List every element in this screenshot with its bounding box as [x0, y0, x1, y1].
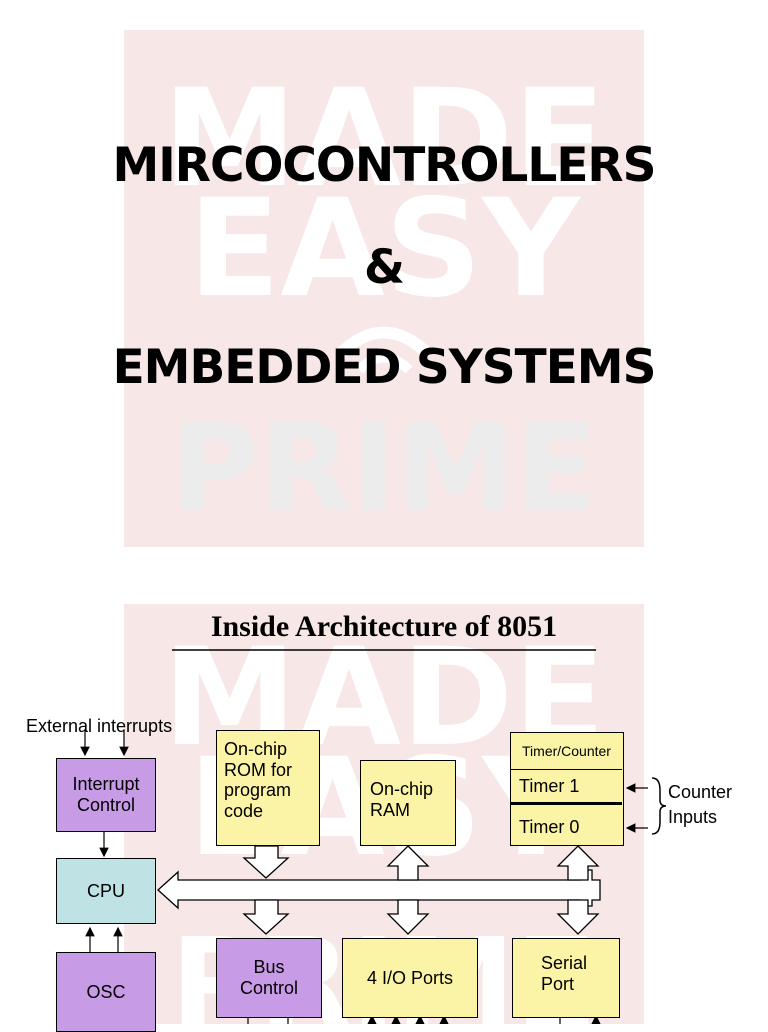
- rom-line1: On-chip: [224, 739, 288, 759]
- diagram-title: Inside Architecture of 8051: [210, 610, 558, 643]
- watermark-logo: MADE EASY PRIME: [162, 60, 605, 539]
- watermark-line2: EASY: [188, 170, 582, 327]
- counter-inputs-line2: Inputs: [668, 807, 718, 828]
- title-line-2: &: [364, 240, 405, 295]
- watermark-panel-top: MADE EASY PRIME: [124, 30, 644, 547]
- io-ports-box: 4 I/O Ports: [342, 938, 478, 1018]
- counter-inputs-label: Counter Inputs: [668, 780, 732, 830]
- cpu-box: CPU: [56, 858, 156, 924]
- interrupt-control-box: Interrupt Control: [56, 758, 156, 832]
- watermark-line1: MADE: [162, 60, 605, 217]
- osc-label: OSC: [86, 981, 126, 1002]
- watermark-line3: PRIME: [171, 400, 597, 539]
- serial-port-box: Serial Port: [512, 938, 620, 1018]
- rom-line3: program: [224, 780, 292, 801]
- title-line-1: MIRCOCONTROLLERS: [112, 138, 657, 193]
- counter-inputs-line1: Counter: [668, 782, 733, 802]
- title-line-3: EMBEDDED SYSTEMS: [112, 340, 657, 395]
- ram-box: On-chip RAM: [360, 760, 456, 846]
- rom-box: On-chip ROM for program code: [216, 730, 320, 846]
- timer-counter-box: Timer/Counter Timer 1 Timer 0: [510, 732, 624, 846]
- timer0-label: Timer 0: [519, 816, 580, 837]
- cpu-label: CPU: [86, 880, 125, 901]
- ram-line1: On-chip: [370, 779, 434, 799]
- external-interrupts-label: External interrupts: [26, 716, 173, 736]
- bus-control-box: Bus Control: [216, 938, 322, 1018]
- osc-box: OSC: [56, 952, 156, 1032]
- rom-line4: code: [224, 801, 264, 822]
- timer-counter-label: Timer/Counter: [511, 733, 622, 770]
- bus-control-line2: Control: [239, 978, 299, 998]
- interrupt-control-line2: Control: [76, 795, 136, 815]
- serial-port-line2: Port: [541, 973, 575, 994]
- ram-line2: RAM: [370, 799, 410, 820]
- rom-line2: ROM for: [224, 759, 293, 780]
- io-ports-label: 4 I/O Ports: [366, 967, 454, 988]
- bus-control-line1: Bus: [253, 957, 285, 978]
- timer1-label: Timer 1: [511, 770, 622, 805]
- interrupt-control-line1: Interrupt: [72, 774, 140, 795]
- serial-port-line1: Serial: [541, 953, 588, 973]
